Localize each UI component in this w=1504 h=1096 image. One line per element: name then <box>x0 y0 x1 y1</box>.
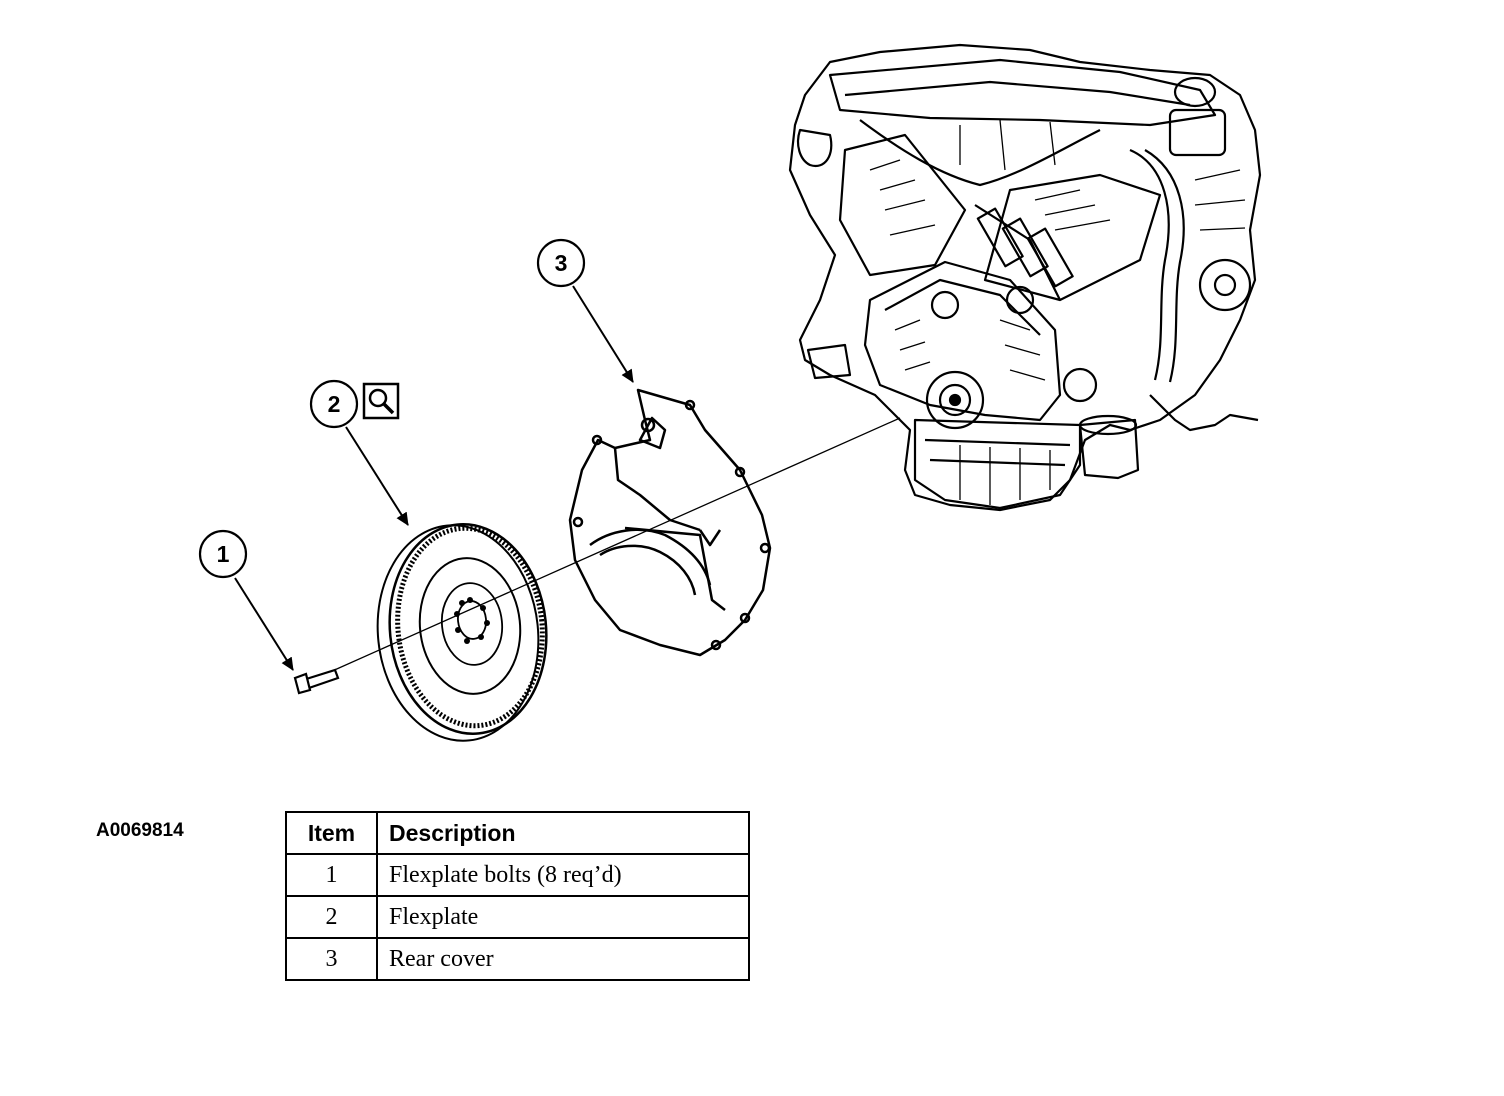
leader-line-2 <box>345 426 409 526</box>
legend-item-description: Flexplate <box>376 895 750 939</box>
callout-2: 2 <box>309 379 359 429</box>
alignment-centerline <box>329 417 901 673</box>
legend-item-number: 2 <box>285 895 378 939</box>
callout-1-number: 1 <box>217 541 230 567</box>
engine-detail-lines <box>869 119 1246 505</box>
flexplate-illustration <box>376 523 548 742</box>
leader-line-3 <box>572 285 634 383</box>
figure-id: A0069814 <box>96 820 184 841</box>
legend-item-description: Rear cover <box>376 937 750 981</box>
rear-cover-illustration <box>568 388 772 657</box>
legend-header-row: Item Description <box>285 811 750 855</box>
table-row: 1 Flexplate bolts (8 req’d) <box>285 853 750 897</box>
legend-header-item: Item <box>285 811 378 855</box>
callout-1: 1 <box>198 529 248 579</box>
callout-3-number: 3 <box>555 250 568 276</box>
flexplate-bolt-illustration <box>293 668 340 695</box>
leader-lines <box>234 285 634 671</box>
callout-2-number: 2 <box>328 391 341 417</box>
leader-line-1 <box>234 577 294 671</box>
legend-item-description: Flexplate bolts (8 req’d) <box>376 853 750 897</box>
engine-illustration <box>788 43 1262 512</box>
magnifier-icon[interactable] <box>362 382 400 420</box>
table-row: 2 Flexplate <box>285 895 750 939</box>
legend-header-description: Description <box>376 811 750 855</box>
callout-3: 3 <box>536 238 586 288</box>
legend-item-number: 1 <box>285 853 378 897</box>
legend-table: Item Description 1 Flexplate bolts (8 re… <box>285 811 750 981</box>
table-row: 3 Rear cover <box>285 937 750 981</box>
legend-item-number: 3 <box>285 937 378 981</box>
